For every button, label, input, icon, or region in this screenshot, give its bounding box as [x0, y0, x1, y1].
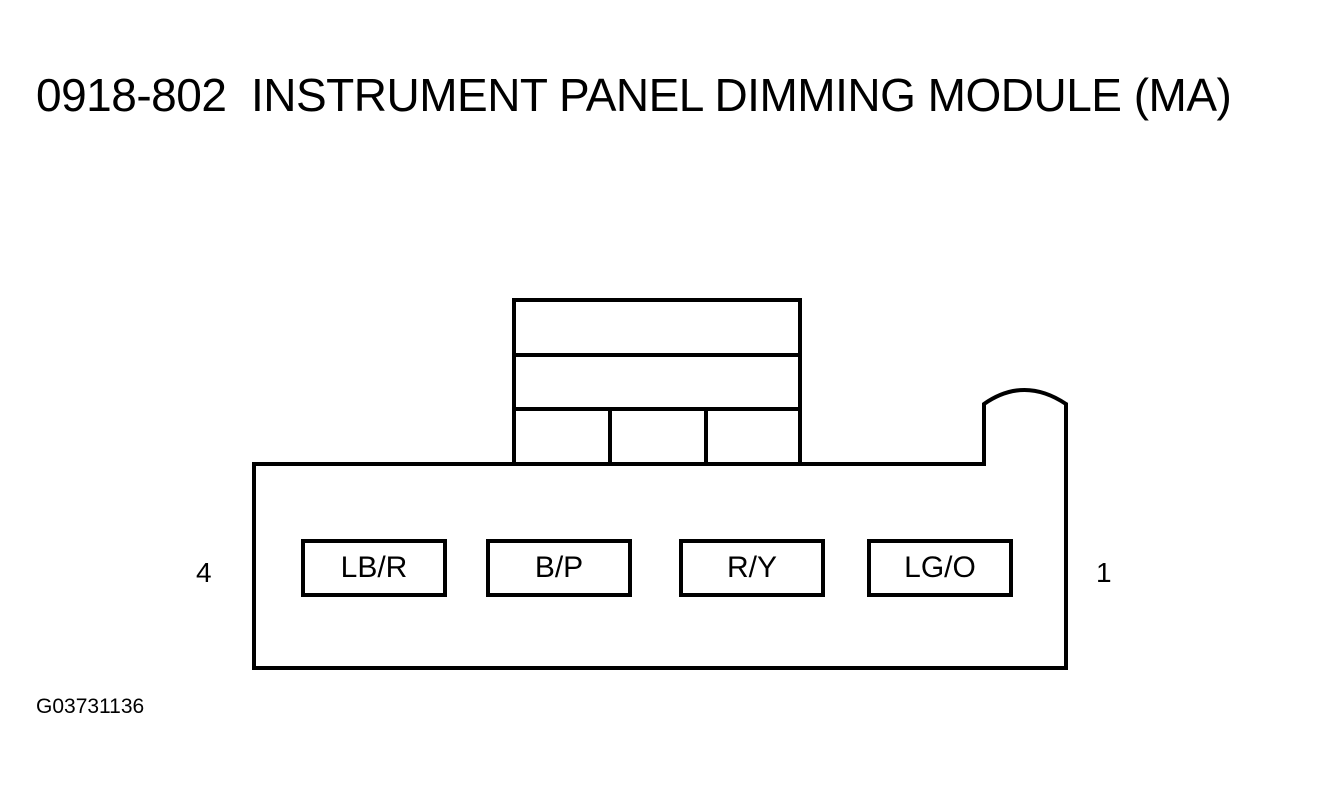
diagram-title: 0918-802 INSTRUMENT PANEL DIMMING MODULE… — [36, 68, 1232, 122]
terminal-lg-o: LG/O — [867, 539, 1013, 597]
pin-number-left: 4 — [196, 557, 212, 588]
pin-number-right: 1 — [1096, 557, 1112, 588]
terminal-label: B/P — [534, 551, 584, 584]
terminal-label: LB/R — [340, 551, 408, 584]
terminal-b-p: B/P — [486, 539, 632, 597]
terminal-label: LG/O — [904, 551, 976, 584]
terminal-r-y: R/Y — [679, 539, 825, 597]
figure-id: G03731136 — [36, 695, 145, 718]
title-code: 0918-802 — [36, 69, 227, 121]
terminal-lb-r: LB/R — [301, 539, 447, 597]
locking-tab-block — [512, 298, 802, 466]
terminal-label: R/Y — [726, 551, 777, 584]
title-text: INSTRUMENT PANEL DIMMING MODULE (MA) — [250, 69, 1232, 121]
connector-body — [252, 388, 1068, 670]
